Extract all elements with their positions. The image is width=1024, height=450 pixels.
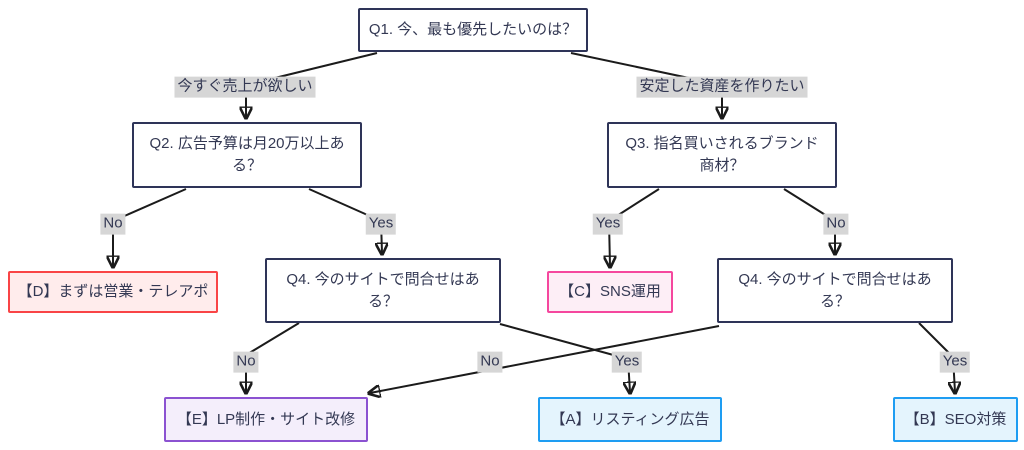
- node-q2: Q2. 広告予算は月20万以上ある？: [132, 122, 362, 188]
- node-q3: Q3. 指名買いされるブランド商材？: [607, 122, 837, 188]
- node-result-b-label: 【B】SEO対策: [904, 410, 1007, 428]
- node-result-e: 【E】LP制作・サイト改修: [164, 397, 368, 442]
- edge-label-q2-no: No: [100, 213, 126, 235]
- node-result-c-label: 【C】SNS運用: [559, 283, 661, 301]
- edge-q4r-no-to-e: [370, 325, 720, 393]
- node-q3-label: Q3. 指名買いされるブランド商材？: [625, 135, 819, 174]
- edge-label-q4l-yes: Yes: [611, 351, 643, 373]
- edge-label-q4r-yes: Yes: [939, 351, 971, 373]
- node-q1-label: Q1. 今、最も優先したいのは？: [368, 21, 578, 39]
- node-result-a-label: 【A】リスティング広告: [550, 410, 710, 428]
- edge-label-q1-left: 今すぐ売上が欲しい: [174, 76, 316, 98]
- node-result-b: 【B】SEO対策: [893, 397, 1018, 442]
- node-q2-label: Q2. 広告予算は月20万以上ある？: [149, 135, 345, 174]
- edge-label-q4r-no: No: [477, 351, 503, 373]
- node-q4-right-label: Q4. 今のサイトで問合せはある？: [738, 270, 932, 310]
- node-result-d: 【D】まずは営業・テレアポ: [8, 271, 218, 313]
- node-q4-left: Q4. 今のサイトで問合せはある？: [265, 258, 501, 323]
- edge-label-q1-right: 安定した資産を作りたい: [636, 76, 808, 98]
- node-result-a: 【A】リスティング広告: [538, 397, 722, 442]
- node-q4-right: Q4. 今のサイトで問合せはある？: [717, 258, 953, 323]
- edge-label-q4l-no: No: [233, 351, 259, 373]
- node-result-e-label: 【E】LP制作・サイト改修: [176, 410, 356, 428]
- node-result-d-label: 【D】まずは営業・テレアポ: [17, 283, 209, 301]
- node-result-c: 【C】SNS運用: [547, 271, 673, 313]
- edge-q4l-yes-to-a: [499, 323, 630, 392]
- node-q1: Q1. 今、最も優先したいのは？: [358, 8, 588, 52]
- edge-label-q3-no: No: [823, 213, 849, 235]
- edge-label-q2-yes: Yes: [365, 213, 397, 235]
- node-q4-left-label: Q4. 今のサイトで問合せはある？: [286, 270, 480, 310]
- edge-label-q3-yes: Yes: [592, 213, 624, 235]
